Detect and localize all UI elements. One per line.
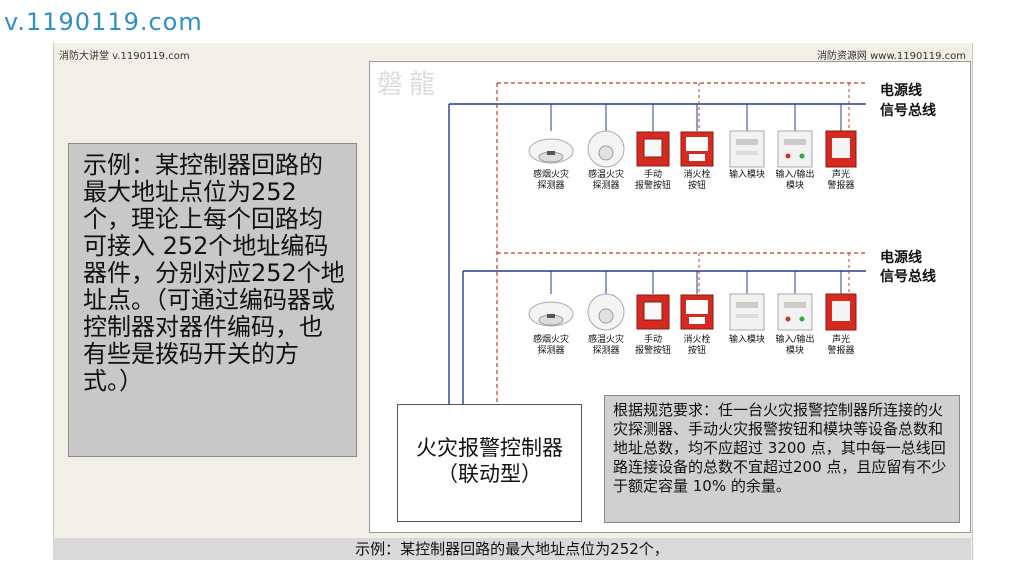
input-module-icon	[724, 129, 770, 173]
device-label-line2: 警报器	[827, 181, 855, 191]
power-line-label-bottom: 电源线	[880, 250, 922, 266]
code-requirement-box: 根据规范要求：任一台火灾报警控制器所连接的火灾探测器、手动火灾报警按钮和模块等设…	[604, 395, 960, 523]
device-label-line2: 模块	[785, 181, 804, 191]
io-module-icon	[772, 129, 818, 173]
device-label-line1: 声光	[831, 335, 850, 345]
brand-logo: 磐龍	[377, 70, 442, 100]
manual-alarm-button-icon-graphic	[636, 294, 670, 330]
device-label: 输入模块	[719, 335, 775, 346]
heat-detector-icon	[583, 129, 629, 173]
smoke-detector-icon	[528, 292, 574, 336]
signal-line-label-top: 信号总线	[880, 103, 936, 119]
device-label-line1: 输入模块	[728, 170, 765, 180]
power-line-label-top: 电源线	[880, 83, 922, 99]
input-module-icon	[724, 292, 770, 336]
sound-light-alarm-icon-graphic	[825, 293, 857, 331]
device-label-line1: 感温火灾	[587, 170, 624, 180]
header-right-text: 消防资源网 www.1190119.com	[816, 51, 966, 62]
device-label-line1: 输入/输出	[775, 170, 815, 180]
device-label: 感温火灾探测器	[578, 335, 634, 357]
device-label: 感温火灾探测器	[578, 170, 634, 192]
device-label-line2: 探测器	[537, 181, 565, 191]
hydrant-button-icon	[674, 292, 720, 336]
smoke-detector-icon	[528, 129, 574, 173]
slide-caption: 示例：某控制器回路的最大地址点位为252个，	[53, 538, 971, 560]
hydrant-button-icon	[674, 129, 720, 173]
site-watermark: v.1190119.com	[4, 8, 203, 36]
hydrant-button-icon-graphic	[680, 294, 714, 330]
device-drops-bottom	[550, 253, 850, 294]
device-label: 消火栓按钮	[669, 170, 725, 192]
device-label: 输入/输出模块	[767, 335, 823, 357]
device-label-line1: 输入/输出	[775, 335, 815, 345]
heat-detector-icon-graphic	[587, 293, 625, 331]
device-label: 输入模块	[719, 170, 775, 181]
device-label-line2: 探测器	[592, 181, 620, 191]
hydrant-button-icon-graphic	[680, 131, 714, 167]
sound-light-alarm-icon	[818, 292, 864, 336]
device-label-line1: 声光	[831, 170, 850, 180]
sound-light-alarm-icon	[818, 129, 864, 173]
device-label-line2: 报警按钮	[634, 181, 671, 191]
example-text-box: 示例：某控制器回路的最大地址点位为252 个，理论上每个回路均可接入 252个地…	[68, 143, 357, 457]
device-label-line1: 感烟火灾	[532, 170, 569, 180]
device-label-line2: 按钮	[687, 181, 706, 191]
device-label-line2: 警报器	[827, 346, 855, 356]
device-label: 声光警报器	[813, 170, 869, 192]
smoke-detector-icon-graphic	[528, 301, 574, 327]
device-label-line1: 消火栓	[683, 335, 711, 345]
header-left-text: 消防大讲堂 v.1190119.com	[59, 51, 190, 62]
device-label: 消火栓按钮	[669, 335, 725, 357]
device-label: 感烟火灾探测器	[523, 170, 579, 192]
device-label-line1: 手动	[643, 335, 662, 345]
fire-alarm-controller-box: 火灾报警控制器 （联动型）	[397, 404, 582, 522]
controller-title: 火灾报警控制器	[416, 436, 563, 460]
signal-line-label-bottom: 信号总线	[880, 269, 936, 285]
io-module-icon-graphic	[777, 293, 813, 331]
device-label-line2: 按钮	[687, 346, 706, 356]
device-label-line2: 探测器	[537, 346, 565, 356]
device-label: 声光警报器	[813, 335, 869, 357]
device-drops-top	[550, 83, 850, 131]
smoke-detector-icon-graphic	[528, 138, 574, 164]
input-module-icon-graphic	[729, 293, 765, 331]
input-module-icon-graphic	[729, 130, 765, 168]
device-label-line2: 报警按钮	[634, 346, 671, 356]
device-label-line1: 输入模块	[728, 335, 765, 345]
device-label: 手动报警按钮	[625, 335, 681, 357]
device-label-line2: 模块	[785, 346, 804, 356]
controller-subtitle: （联动型）	[437, 462, 542, 486]
device-label-line1: 手动	[643, 170, 662, 180]
device-label-line1: 感温火灾	[587, 335, 624, 345]
io-module-icon-graphic	[777, 130, 813, 168]
io-module-icon	[772, 292, 818, 336]
heat-detector-icon	[583, 292, 629, 336]
manual-alarm-button-icon	[630, 129, 676, 173]
device-label: 输入/输出模块	[767, 170, 823, 192]
device-label: 感烟火灾探测器	[523, 335, 579, 357]
manual-alarm-button-icon	[630, 292, 676, 336]
device-label-line1: 感烟火灾	[532, 335, 569, 345]
sound-light-alarm-icon-graphic	[825, 130, 857, 168]
device-label-line2: 探测器	[592, 346, 620, 356]
device-label: 手动报警按钮	[625, 170, 681, 192]
device-label-line1: 消火栓	[683, 170, 711, 180]
manual-alarm-button-icon-graphic	[636, 131, 670, 167]
heat-detector-icon-graphic	[587, 130, 625, 168]
